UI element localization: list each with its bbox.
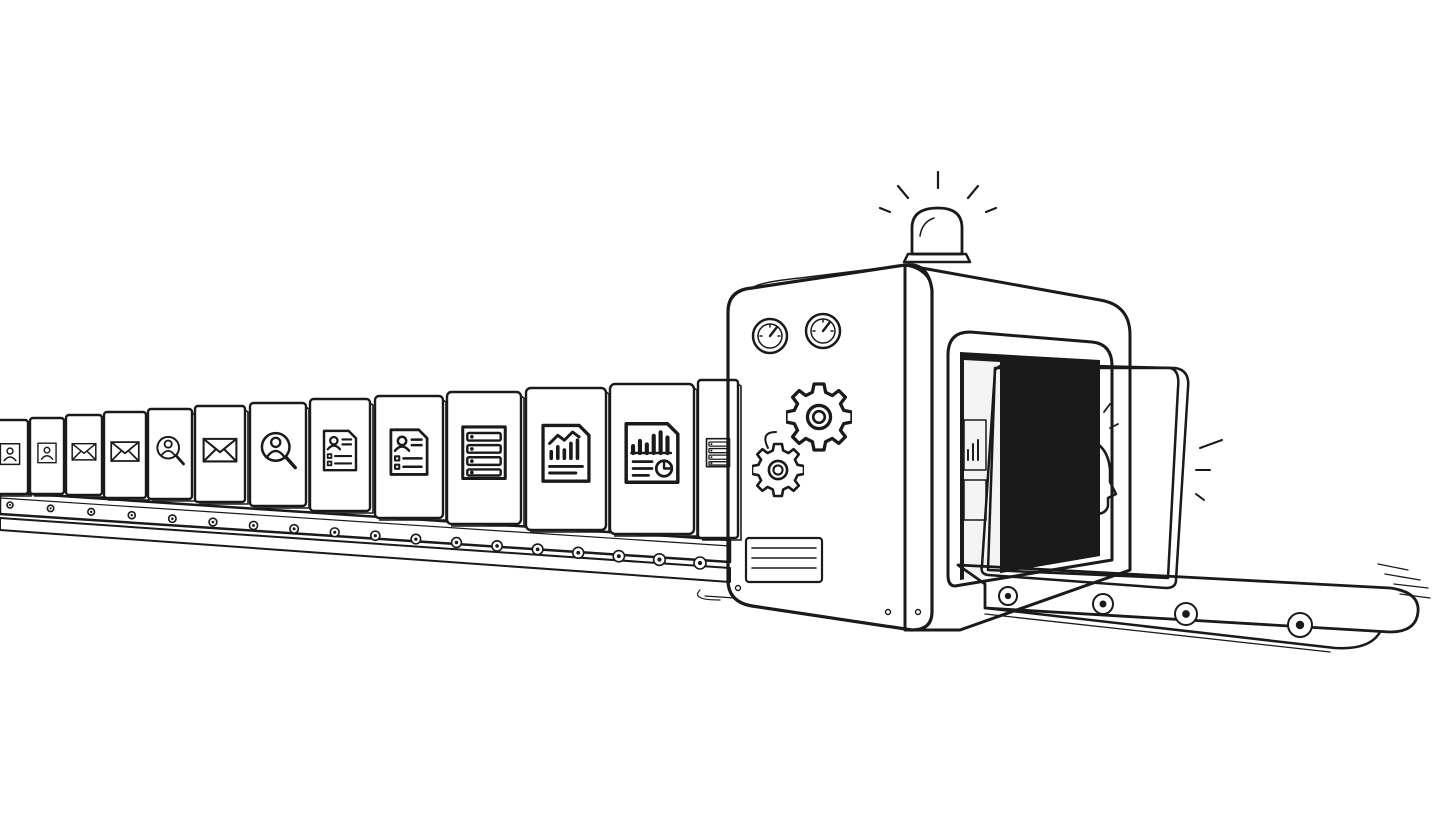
document-card	[0, 418, 32, 497]
gear-icon	[752, 442, 804, 498]
processing-machine	[726, 170, 1132, 632]
document-card	[608, 382, 698, 537]
output-card	[980, 362, 1190, 590]
document-cards	[0, 378, 742, 541]
document-card	[524, 386, 610, 533]
document-card	[102, 410, 150, 501]
gear-icon	[786, 382, 852, 452]
motion-lines	[1195, 439, 1223, 501]
question-mark-icon	[1035, 390, 1119, 443]
document-card	[64, 413, 106, 498]
document-card	[28, 416, 68, 497]
document-card	[373, 394, 447, 521]
document-card	[248, 401, 310, 509]
document-card	[193, 404, 249, 505]
conveyor-rollers	[6, 501, 707, 570]
machine-vent	[744, 536, 824, 584]
output-rollers	[998, 586, 1313, 638]
gauge-icon	[804, 312, 842, 350]
document-card	[696, 378, 742, 541]
document-card	[308, 397, 374, 514]
gauge-icon	[751, 317, 789, 355]
confused-head-icon	[1033, 436, 1118, 546]
output-conveyor-belt	[956, 563, 1431, 653]
warning-light-icon	[878, 170, 998, 264]
document-card	[445, 390, 525, 527]
document-card	[146, 407, 196, 502]
